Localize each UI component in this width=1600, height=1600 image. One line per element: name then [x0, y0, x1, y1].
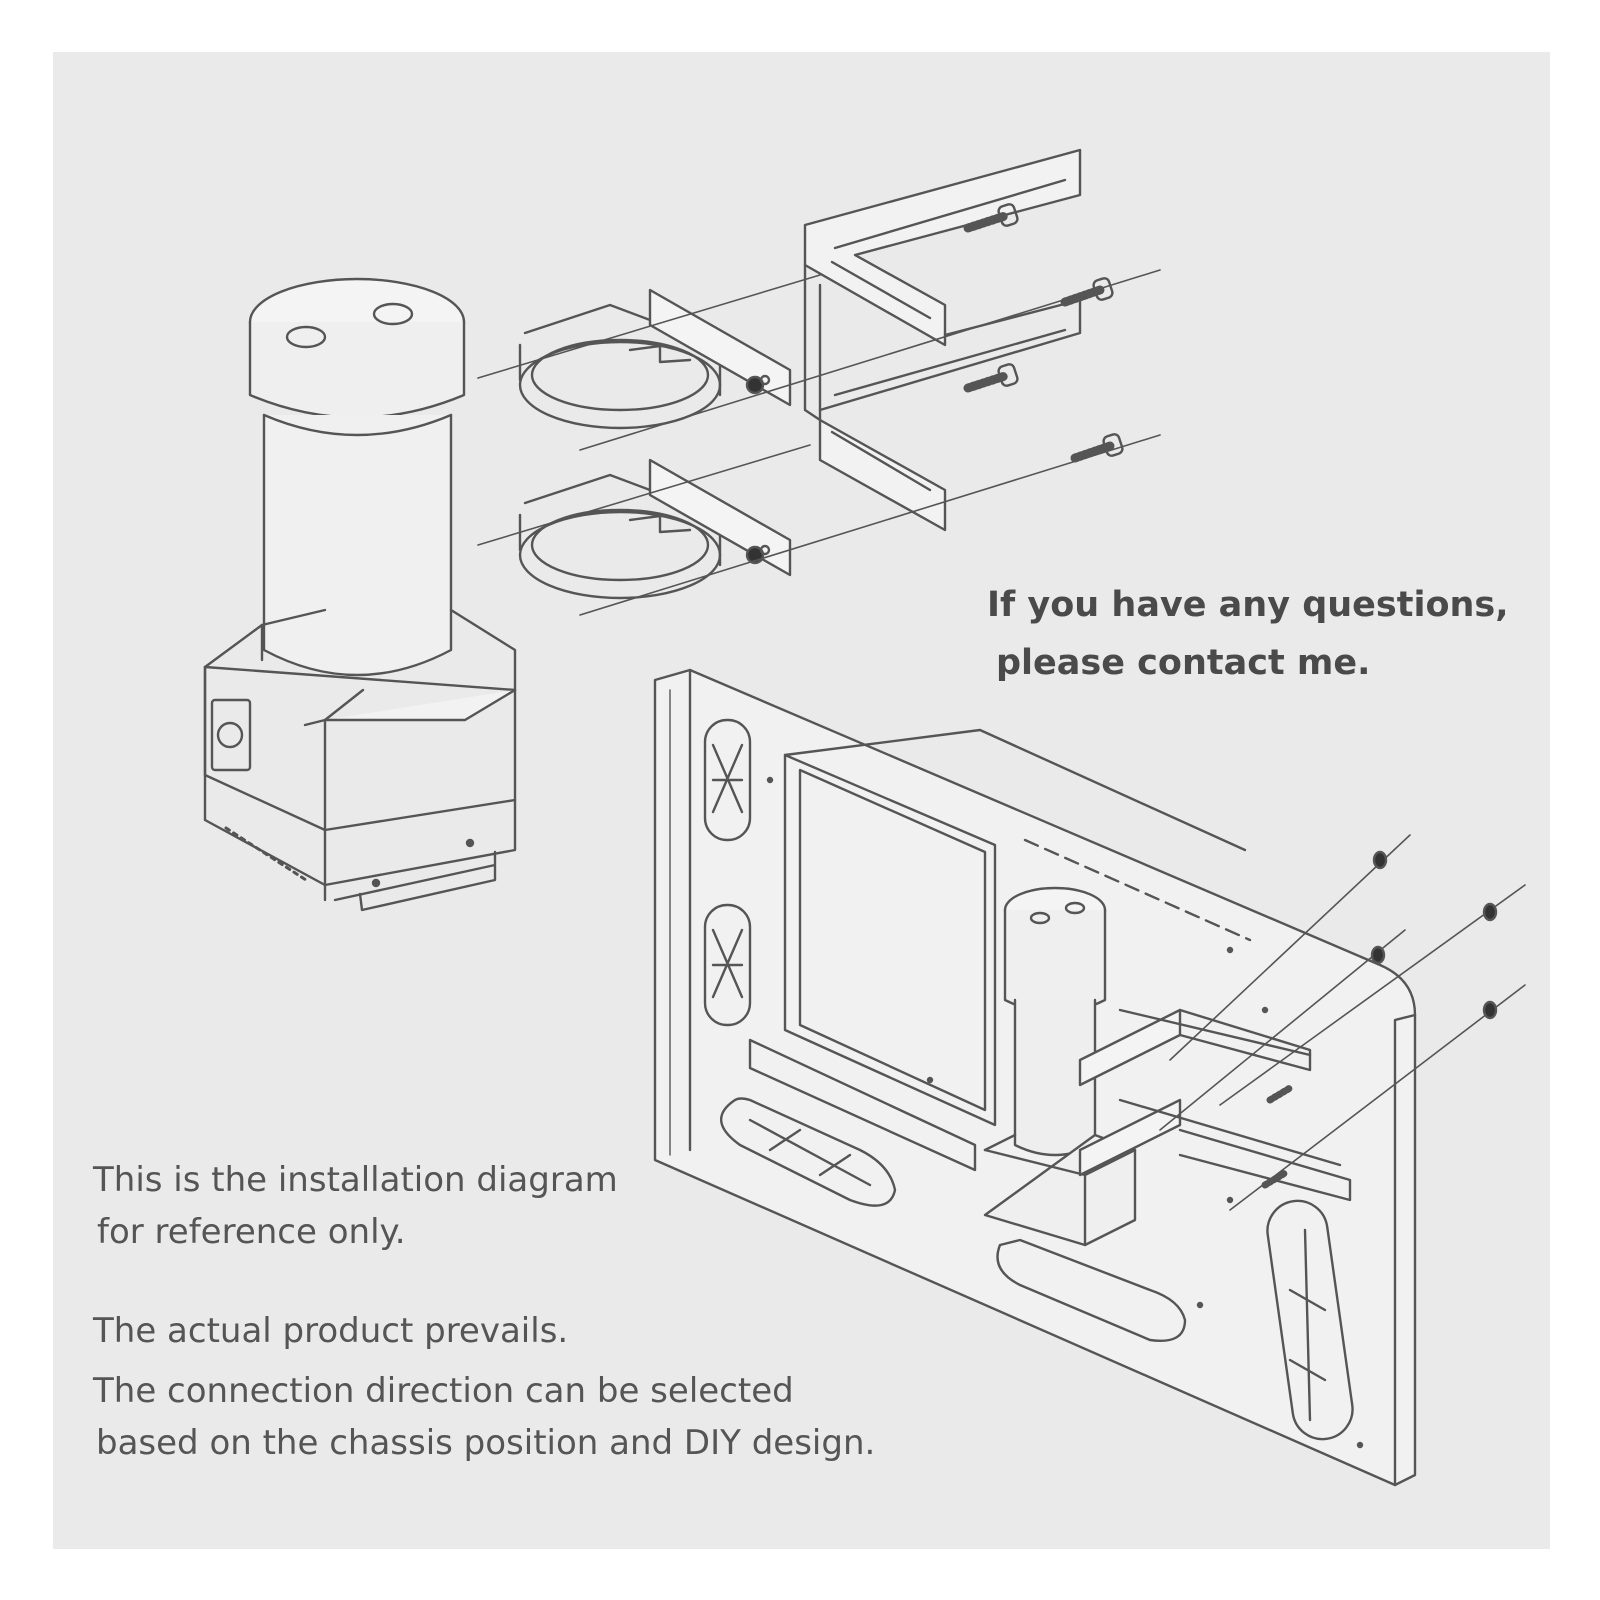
clamp-bracket-drawing [478, 150, 1160, 615]
questions-note-line1: If you have any questions, [987, 585, 1509, 625]
product-prevails-note: The actual product prevails. [93, 1311, 569, 1351]
pump-reservoir-drawing [205, 279, 515, 910]
installation-note-line1: This is the installation diagram [93, 1160, 618, 1200]
direction-note-line1: The connection direction can be selected [93, 1371, 794, 1411]
installation-note-line2: for reference only. [97, 1212, 406, 1252]
questions-note-line2: please contact me. [996, 643, 1371, 683]
direction-note-line2: based on the chassis position and DIY de… [96, 1423, 876, 1463]
chassis-panel-drawing [655, 670, 1525, 1485]
